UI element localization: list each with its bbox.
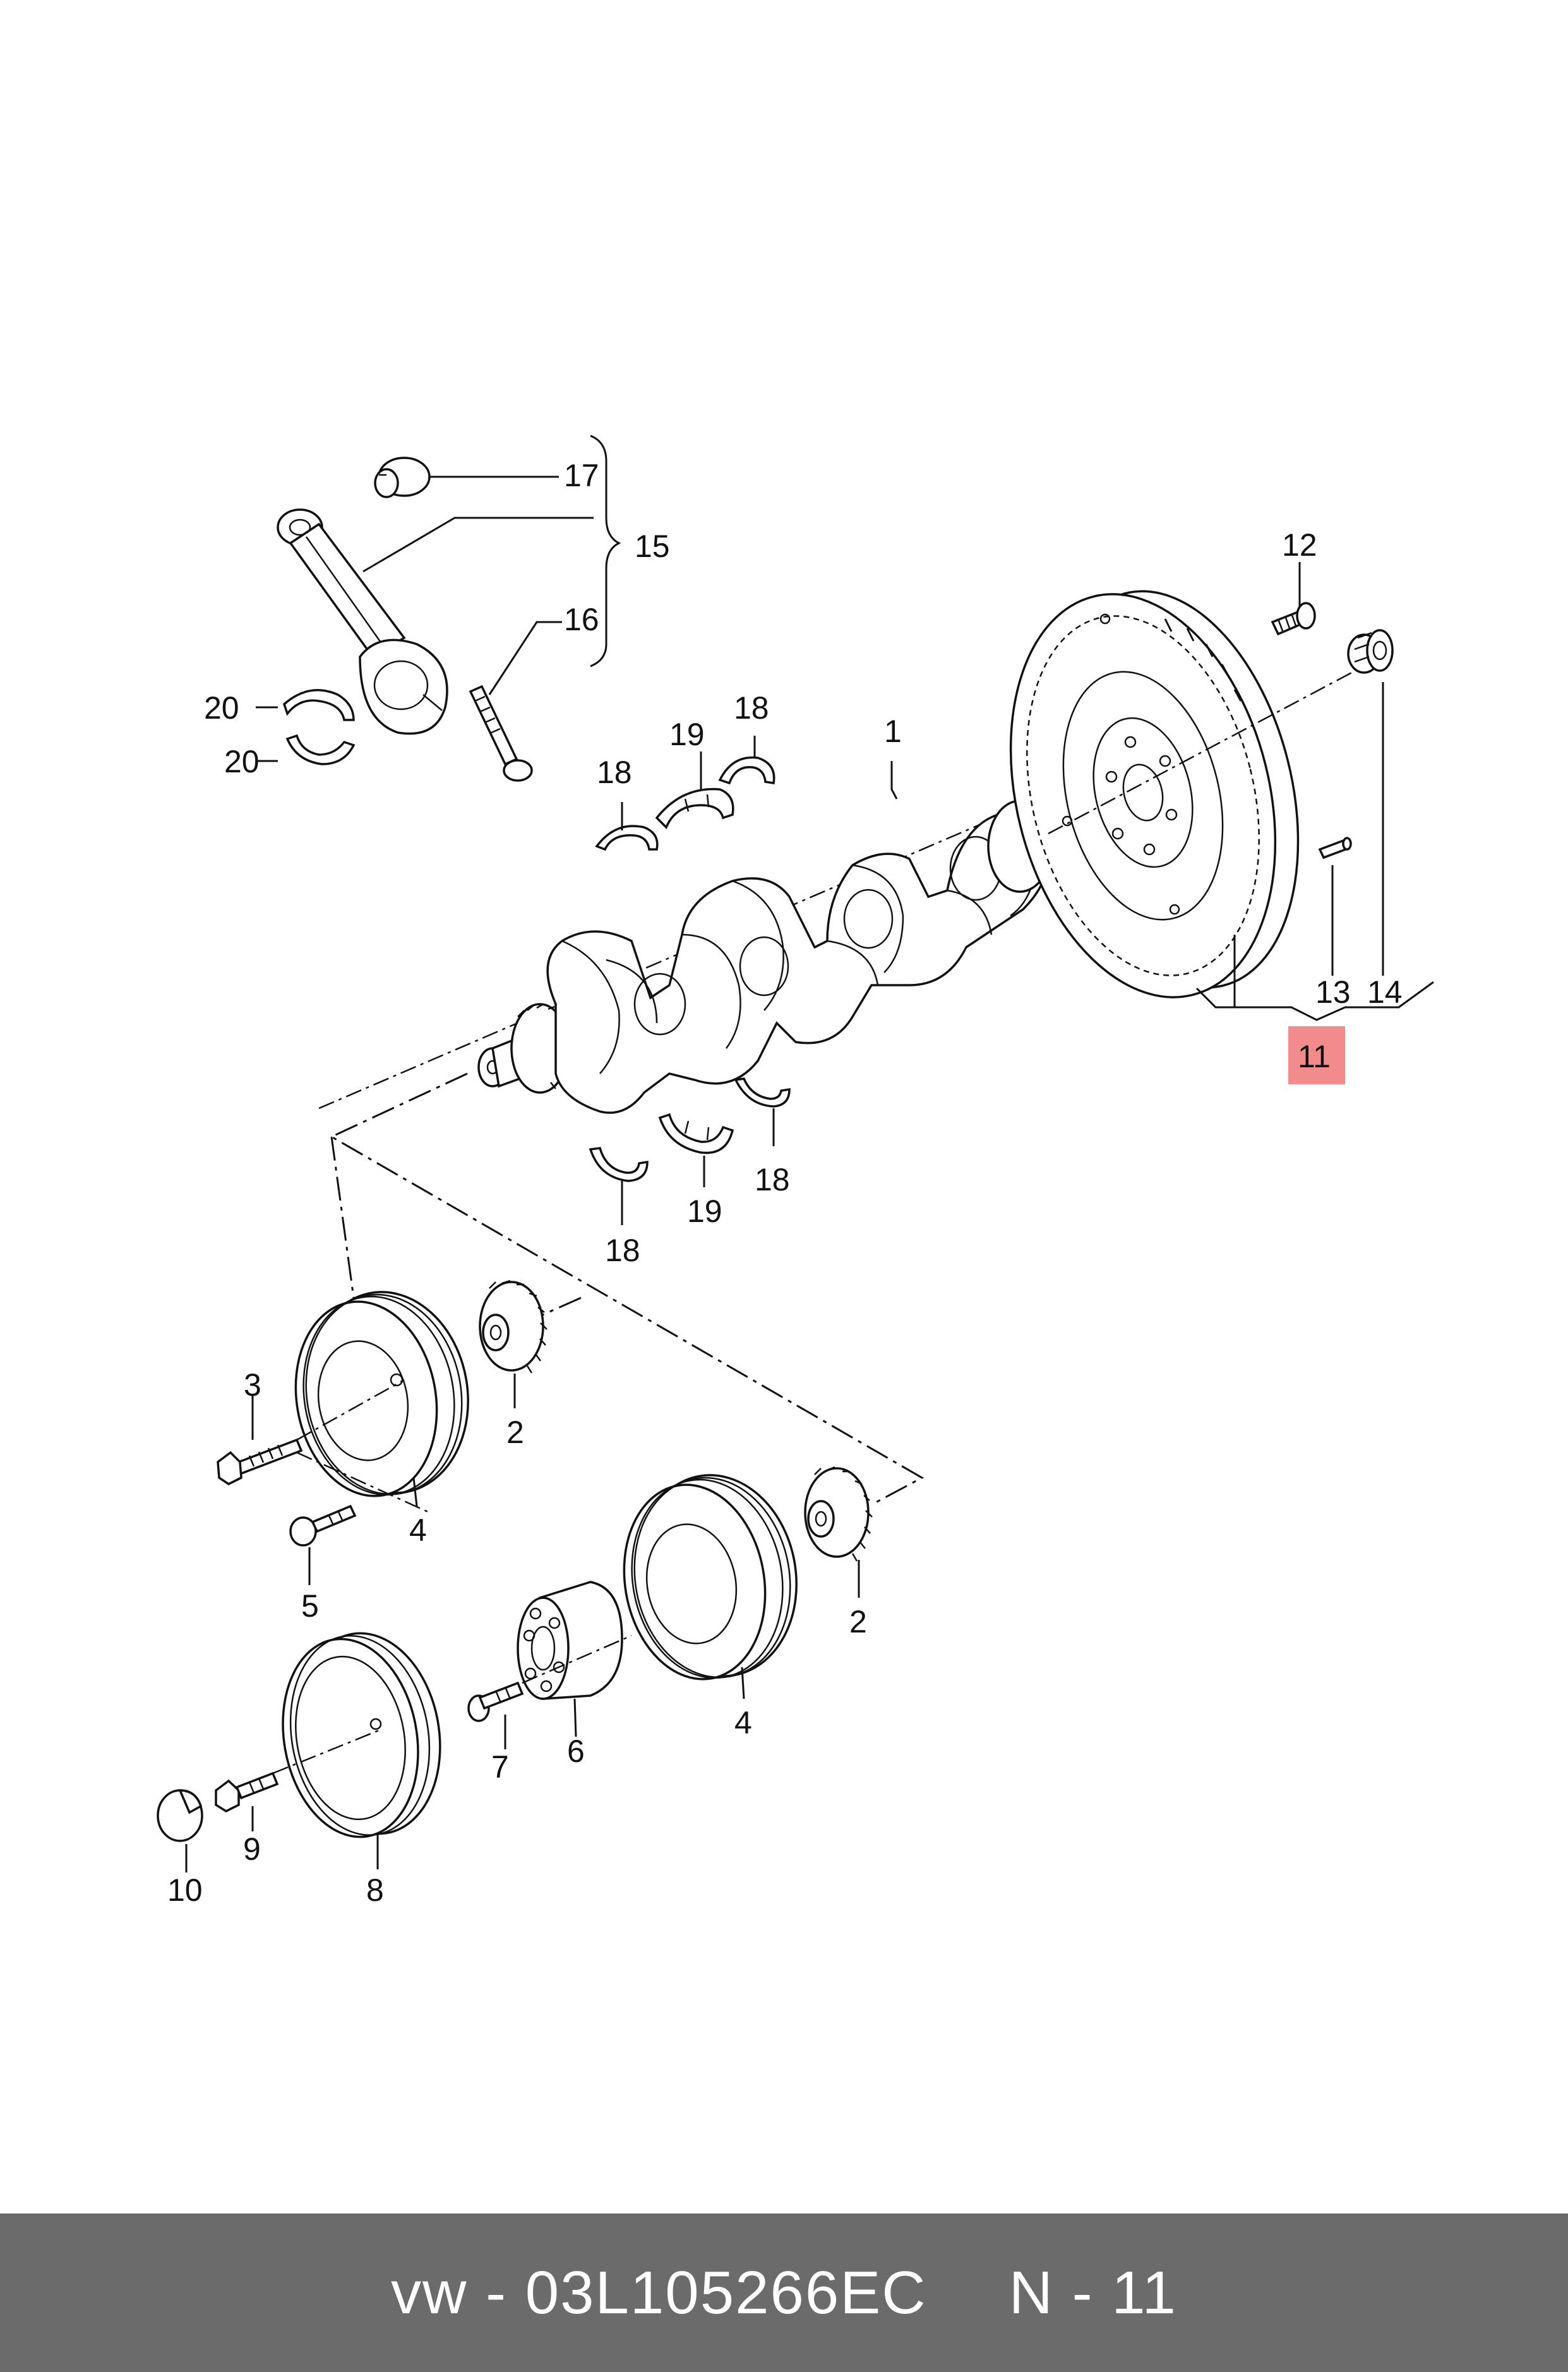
- callout-20-lower: 20: [224, 744, 260, 779]
- connecting-rod-assembly: [256, 434, 621, 782]
- callout-labels: 1 2 2 3 4 4 5 6 7 8 9 10 11 12 13 14 15 …: [167, 458, 1403, 1908]
- socket-bolt-7: [467, 1681, 524, 1749]
- pulley-bolt-9: [215, 1771, 279, 1831]
- callout-15: 15: [635, 529, 670, 564]
- crankshaft-sprocket-2-lower: [804, 1466, 873, 1598]
- pulley-8: [282, 1632, 441, 1869]
- vibration-damper-4-lower: [623, 1474, 798, 1699]
- connecting-rod: [277, 508, 448, 735]
- adapter-hub-6: [517, 1581, 623, 1737]
- cap-10: [157, 1789, 203, 1872]
- callout-7: 7: [491, 1749, 509, 1785]
- flywheel-brace-11: [1195, 935, 1434, 1021]
- callout-3: 3: [244, 1367, 261, 1403]
- rod-bearing-shells-20: [282, 689, 356, 765]
- pulley-bolt-3: [217, 1379, 430, 1514]
- lower-axis-lines: [272, 1634, 632, 1775]
- callout-12: 12: [1282, 527, 1317, 563]
- callout-20-upper: 20: [204, 690, 239, 726]
- rod-bolt-16: [469, 685, 533, 782]
- callout-4-lower: 4: [734, 1705, 752, 1740]
- flywheel-bolt-12: [1271, 562, 1316, 636]
- crankshaft-sprocket-2-upper: [479, 1279, 548, 1408]
- callout-16: 16: [564, 602, 599, 637]
- callout-6: 6: [567, 1734, 585, 1769]
- highlight-box-11: [1288, 1026, 1345, 1084]
- callout-19-top: 19: [669, 717, 705, 752]
- callout-11: 11: [1298, 1039, 1331, 1074]
- hex-bolt-5: [289, 1504, 357, 1585]
- vibration-damper-4-upper: [294, 1291, 469, 1507]
- callout-2-upper: 2: [506, 1415, 524, 1450]
- part-number: vw - 03L105266EC: [391, 2258, 927, 2327]
- callout-19-bottom: 19: [687, 1194, 722, 1229]
- callout-5: 5: [301, 1588, 319, 1624]
- dowel-pin-13: [1318, 837, 1352, 976]
- callout-2-lower: 2: [849, 1604, 867, 1639]
- callout-18-top-left: 18: [597, 755, 632, 790]
- callout-8: 8: [366, 1872, 384, 1908]
- callout-10: 10: [167, 1872, 203, 1908]
- flywheel-assembly-11: [1009, 590, 1358, 998]
- exploded-parts-diagram: 1 2 2 3 4 4 5 6 7 8 9 10 11 12 13 14 15 …: [157, 434, 1434, 1908]
- page-reference: N - 11: [1008, 2258, 1177, 2327]
- callout-14: 14: [1367, 974, 1403, 1010]
- callout-18-bottom-left: 18: [605, 1233, 640, 1268]
- bearing-leaders: [621, 736, 898, 1225]
- main-bearing-shells-19: [655, 788, 734, 1154]
- piston-pin-bushing-17: [374, 457, 431, 498]
- callout-13: 13: [1315, 974, 1351, 1010]
- callout-18-top-right: 18: [734, 690, 769, 726]
- thrust-washers-18: [589, 756, 791, 1182]
- callout-9: 9: [243, 1831, 261, 1867]
- callout-4-upper: 4: [409, 1512, 427, 1548]
- callout-18-bottom-right: 18: [755, 1162, 790, 1197]
- callout-17: 17: [564, 458, 599, 493]
- footer-bar: vw - 03L105266EC N - 11: [0, 2213, 1568, 2372]
- callout-1: 1: [884, 714, 902, 749]
- needle-bearing-14: [1347, 629, 1394, 976]
- crankshaft-1: [318, 800, 1053, 1114]
